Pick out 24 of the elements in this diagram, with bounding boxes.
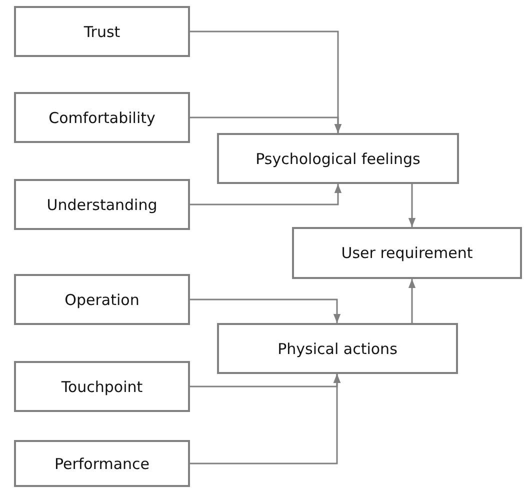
arrow (408, 184, 416, 227)
box-label: User requirement (341, 244, 473, 262)
process-box (14, 361, 190, 412)
process-box (217, 133, 459, 184)
process-box (14, 274, 190, 325)
box-label: Psychological feelings (256, 150, 420, 168)
box-label: Touchpoint (61, 378, 143, 396)
box-label: Physical actions (278, 340, 398, 358)
box-label: Comfortability (48, 108, 156, 126)
process-box (14, 92, 190, 143)
box-label: Understanding (46, 196, 158, 214)
process-box (217, 323, 458, 374)
arrow (190, 298, 341, 323)
process-box (292, 227, 522, 279)
arrow (190, 374, 341, 464)
box-label: Operation (64, 290, 140, 308)
arrow (190, 184, 342, 206)
arrow (190, 116, 342, 133)
process-box (14, 440, 190, 487)
process-box (14, 179, 190, 230)
arrow (408, 279, 416, 323)
box-label: Trust (84, 22, 120, 40)
box-label: Performance (54, 454, 150, 472)
process-box (14, 6, 190, 57)
